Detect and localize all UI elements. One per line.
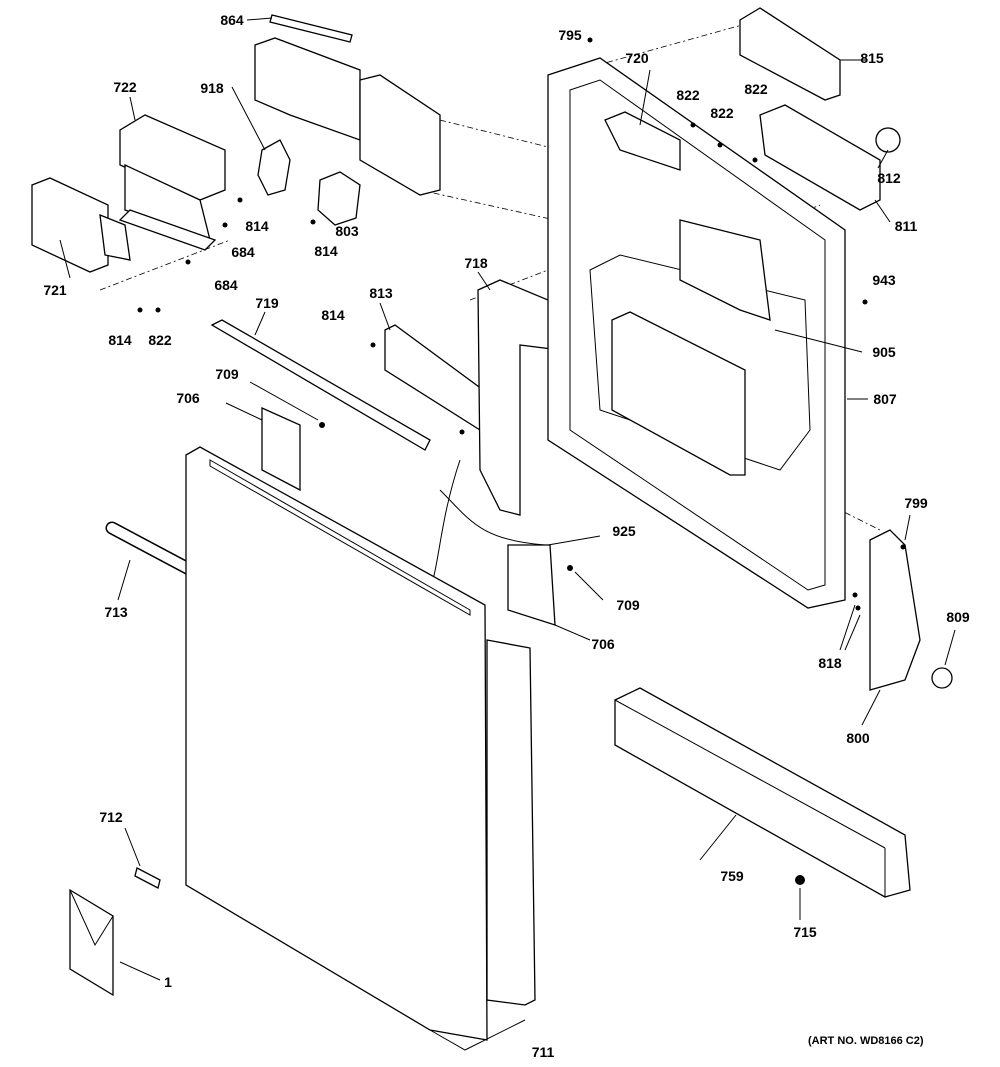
part-803-switch[interactable] <box>317 171 361 226</box>
label-818[interactable]: 818 <box>818 655 842 671</box>
part-720-vent[interactable] <box>604 111 681 171</box>
label-715[interactable]: 715 <box>793 924 817 940</box>
outer-door-panel[interactable] <box>185 446 536 1041</box>
part-809-glide[interactable] <box>931 667 953 689</box>
label-684-a[interactable]: 684 <box>231 244 255 260</box>
screws <box>137 37 906 885</box>
part-706-upper[interactable] <box>261 406 301 492</box>
part-711-leader <box>429 1019 526 1051</box>
label-799[interactable]: 799 <box>904 495 928 511</box>
label-814-a[interactable]: 814 <box>245 218 269 234</box>
label-812[interactable]: 812 <box>877 170 901 186</box>
part-721-bracket[interactable] <box>31 177 131 273</box>
label-813[interactable]: 813 <box>369 285 393 301</box>
part-800-hinge[interactable] <box>869 529 921 691</box>
label-1[interactable]: 1 <box>164 974 172 990</box>
part-control-bracket[interactable] <box>254 37 441 196</box>
part-722-housing[interactable] <box>118 114 226 251</box>
part-1-literature[interactable] <box>69 888 114 997</box>
label-722[interactable]: 722 <box>113 79 137 95</box>
label-943[interactable]: 943 <box>872 272 896 288</box>
label-759[interactable]: 759 <box>720 868 744 884</box>
label-811[interactable]: 811 <box>894 218 918 234</box>
label-905[interactable]: 905 <box>872 344 896 360</box>
part-759-toe-kick[interactable] <box>614 687 911 898</box>
label-814-b[interactable]: 814 <box>314 243 338 259</box>
label-800[interactable]: 800 <box>846 730 870 746</box>
part-815-cover[interactable] <box>739 7 841 101</box>
label-822-b[interactable]: 822 <box>710 105 734 121</box>
label-815[interactable]: 815 <box>860 50 884 66</box>
part-812-cap[interactable] <box>875 127 901 153</box>
label-822-c[interactable]: 822 <box>744 81 768 97</box>
label-718[interactable]: 718 <box>464 255 488 271</box>
leader-lines <box>59 17 956 981</box>
label-719[interactable]: 719 <box>255 295 279 311</box>
part-918-switch[interactable] <box>257 139 291 196</box>
part-807-inner-door[interactable] <box>547 57 846 609</box>
label-721[interactable]: 721 <box>43 282 67 298</box>
art-number: (ART NO. WD8166 C2) <box>808 1035 924 1047</box>
part-719-control-panel[interactable] <box>210 319 431 451</box>
label-814-d[interactable]: 814 <box>108 332 132 348</box>
part-811-dispenser[interactable] <box>759 104 881 211</box>
label-918[interactable]: 918 <box>200 80 224 96</box>
label-712[interactable]: 712 <box>99 809 123 825</box>
label-713[interactable]: 713 <box>104 604 128 620</box>
label-706-b[interactable]: 706 <box>591 636 615 652</box>
part-706-lower[interactable] <box>507 544 556 626</box>
label-814-c[interactable]: 814 <box>321 307 345 323</box>
label-925[interactable]: 925 <box>612 523 636 539</box>
label-822-d[interactable]: 822 <box>148 332 172 348</box>
part-864-strip[interactable] <box>269 14 353 43</box>
part-712-badge[interactable] <box>134 867 161 889</box>
label-795[interactable]: 795 <box>558 27 582 43</box>
label-684-b[interactable]: 684 <box>214 277 238 293</box>
label-711[interactable]: 711 <box>531 1044 555 1060</box>
label-807[interactable]: 807 <box>873 391 897 407</box>
label-803[interactable]: 803 <box>335 223 359 239</box>
label-809[interactable]: 809 <box>946 609 970 625</box>
part-711-side-trim[interactable] <box>486 639 536 1006</box>
label-709-a[interactable]: 709 <box>215 366 239 382</box>
label-720[interactable]: 720 <box>625 50 649 66</box>
part-718-insulation[interactable] <box>477 279 561 516</box>
label-709-b[interactable]: 709 <box>616 597 640 613</box>
label-822-a[interactable]: 822 <box>676 87 700 103</box>
label-864[interactable]: 864 <box>220 12 244 28</box>
part-813-bracket[interactable] <box>384 324 491 431</box>
label-706-a[interactable]: 706 <box>176 390 200 406</box>
